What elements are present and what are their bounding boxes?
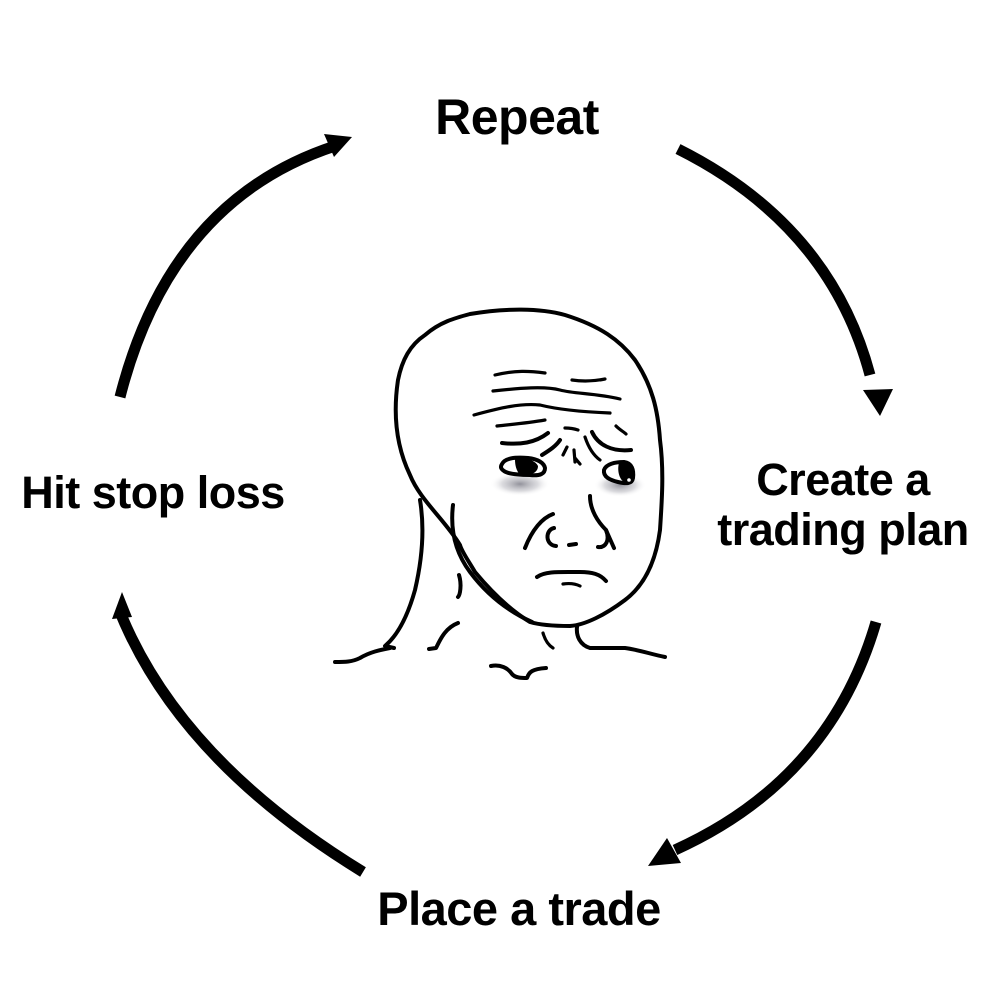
cheek-line <box>523 512 555 550</box>
brow-center <box>563 426 580 432</box>
arrow-place-trade-to-hit-stop-loss <box>112 592 366 877</box>
arrow-head-icon <box>324 134 352 157</box>
forehead-wrinkle <box>472 402 612 417</box>
neck-crease-right <box>541 631 555 650</box>
arrow-head-icon <box>648 838 681 866</box>
brow-left <box>500 431 550 446</box>
arrow-shaft <box>675 144 876 377</box>
forehead-wrinkle <box>493 369 547 377</box>
step-label-create-plan-line1: Create a <box>756 454 931 505</box>
arrow-head-icon <box>863 389 893 416</box>
step-label-hit-stop-loss: Hit stop loss <box>21 467 285 518</box>
nose-bridge <box>572 448 582 466</box>
arrow-shaft <box>114 609 366 877</box>
sad-wojak-face-icon <box>333 307 667 680</box>
arrow-repeat-to-create-plan <box>675 144 893 416</box>
collar-left <box>427 621 460 651</box>
lower-lip <box>561 582 582 588</box>
forehead-wrinkle <box>570 377 607 383</box>
nose-right <box>588 494 610 550</box>
forehead-wrinkle <box>495 418 547 428</box>
nostril-left <box>545 526 558 548</box>
collarbone-notch <box>489 663 548 680</box>
arrow-create-plan-to-place-trade <box>648 620 882 866</box>
eye-right <box>601 460 636 486</box>
mouth <box>535 569 608 583</box>
shoulder-left <box>333 646 392 664</box>
brow-right <box>590 430 633 453</box>
head-outline <box>393 307 665 628</box>
forehead-wrinkle <box>491 386 622 401</box>
arrow-shaft <box>114 140 337 399</box>
step-label-create-plan-line2: trading plan <box>717 504 969 555</box>
eye-left <box>498 455 547 478</box>
neck-right <box>574 625 667 659</box>
eye-shadow-left <box>490 472 550 496</box>
nose-bridge <box>561 445 569 457</box>
brow-crease <box>614 424 628 436</box>
brow-left-inner <box>540 438 562 457</box>
arrow-shaft <box>672 620 882 856</box>
jaw-line <box>450 503 534 624</box>
neck-left <box>383 498 425 650</box>
cheek-line-right <box>604 528 616 550</box>
step-label-place-trade: Place a trade <box>377 882 661 935</box>
brow-right-inner <box>583 435 602 462</box>
nostril-center <box>567 542 578 547</box>
step-label-repeat: Repeat <box>435 89 600 145</box>
neck-crease-left <box>456 573 463 599</box>
arrow-hit-stop-loss-to-repeat <box>114 134 352 399</box>
arrow-head-icon <box>112 592 132 619</box>
